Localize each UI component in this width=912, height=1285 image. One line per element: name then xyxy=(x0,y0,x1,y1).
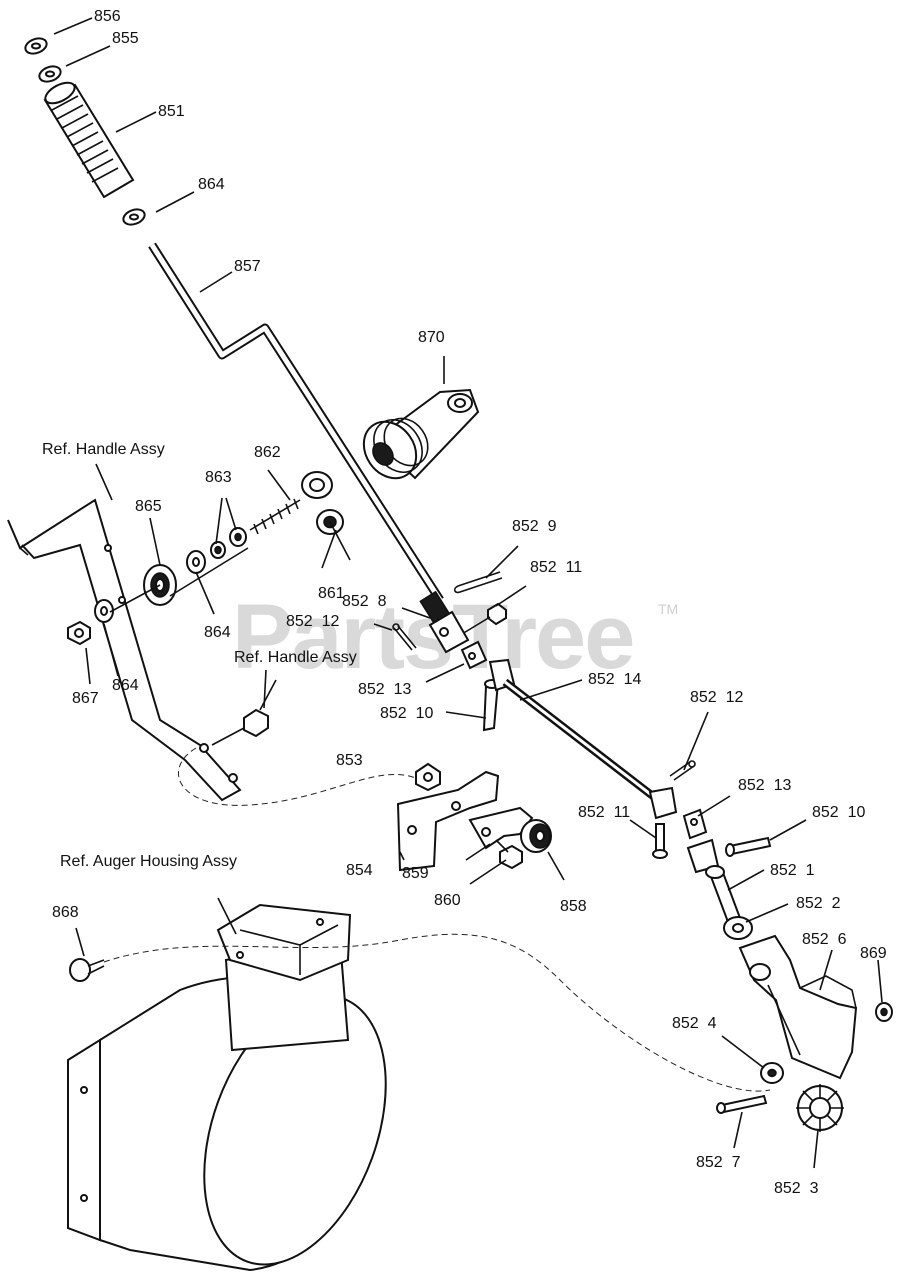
callout-label: 852 10 xyxy=(812,804,865,821)
callout-label: 852 4 xyxy=(672,1015,717,1032)
callout-label: 855 xyxy=(112,30,139,47)
pin-852-7 xyxy=(716,1094,768,1114)
callout-label: 862 xyxy=(254,444,281,461)
spacer-852-4 xyxy=(760,1062,784,1084)
callout-label: 868 xyxy=(52,904,79,921)
callout-label: 852 11 xyxy=(530,559,582,576)
ref-label-handle-assy-top: Ref. Handle Assy xyxy=(42,441,165,458)
callout-label: 857 xyxy=(234,258,261,275)
leader-lines xyxy=(53,17,883,1169)
callout-label: 858 xyxy=(560,898,587,915)
bolt-852-11-lower xyxy=(652,823,668,859)
rod-852-14 xyxy=(488,658,678,820)
crank-knob-851 xyxy=(43,81,135,199)
callout-label: 864 xyxy=(112,677,139,694)
callout-labels: 856 855 851 864 857 870 862 863 865 861 … xyxy=(52,8,887,1197)
callout-label: 854 xyxy=(346,862,373,879)
callout-label: 852 1 xyxy=(770,862,815,879)
pin-852-10-lower xyxy=(725,836,772,857)
callout-label: 853 xyxy=(336,752,363,769)
nut-853 xyxy=(415,762,441,792)
washer-855 xyxy=(38,65,62,83)
callout-label: 852 2 xyxy=(796,895,841,912)
washer-852-2 xyxy=(723,916,753,940)
bracket-852-6 xyxy=(738,934,858,1080)
washer-864-top xyxy=(122,208,146,226)
bolt-860 xyxy=(495,839,523,870)
callout-label: 852 13 xyxy=(358,681,411,698)
clevis-852-8 xyxy=(428,610,470,654)
spacer-858 xyxy=(520,819,552,853)
callout-label: 869 xyxy=(860,945,887,962)
cotter-852-12-upper xyxy=(392,623,417,651)
callout-label: 859 xyxy=(402,865,429,882)
bolt-868 xyxy=(69,958,105,982)
hairpin-852-9 xyxy=(453,571,503,594)
callout-label: 863 xyxy=(205,469,232,486)
swivel-852-13-lower xyxy=(682,808,708,840)
cotter-852-12-lower xyxy=(669,760,696,781)
gear-852-3 xyxy=(796,1084,844,1132)
callout-label: 860 xyxy=(434,892,461,909)
washer-856 xyxy=(24,37,48,55)
callout-label: 852 14 xyxy=(588,671,641,688)
callout-label: 870 xyxy=(418,329,445,346)
callout-label: 852 9 xyxy=(512,518,557,535)
handle-assy-ref xyxy=(7,498,242,802)
callout-label: 852 10 xyxy=(380,705,433,722)
grommet-870 xyxy=(362,388,480,480)
nut-867 xyxy=(67,620,91,646)
crank-rod-857 xyxy=(148,242,455,632)
nuts-863 xyxy=(210,527,247,559)
callout-label: 865 xyxy=(135,498,162,515)
callout-label: 852 3 xyxy=(774,1180,819,1197)
nut-869 xyxy=(875,1002,893,1022)
callout-label: 856 xyxy=(94,8,121,25)
callout-label: 861 xyxy=(318,585,345,602)
ref-label-handle-assy-bottom: Ref. Handle Assy xyxy=(234,649,357,666)
washer-864-mid xyxy=(186,550,206,574)
callout-label: 852 7 xyxy=(696,1154,741,1171)
watermark-trademark: TM xyxy=(658,601,678,617)
bracket-854 xyxy=(396,770,500,872)
swivel-852-13-upper xyxy=(460,640,488,670)
callout-label: 852 12 xyxy=(690,689,743,706)
callout-label: 851 xyxy=(158,103,185,120)
washer-864-left xyxy=(94,599,114,623)
shaft-852-1 xyxy=(705,865,742,924)
callout-label: 852 6 xyxy=(802,931,847,948)
callout-label: 864 xyxy=(198,176,225,193)
callout-label: 852 8 xyxy=(342,593,387,610)
eyebolt-862 xyxy=(249,471,333,535)
bolt-handle xyxy=(211,708,269,746)
callout-label: 867 xyxy=(72,690,99,707)
plate-859 xyxy=(468,806,534,850)
callout-label: 852 11 xyxy=(578,804,630,821)
callout-label: 852 12 xyxy=(286,613,339,630)
ref-label-auger-housing: Ref. Auger Housing Assy xyxy=(60,853,237,870)
auger-housing-ref xyxy=(67,903,387,1272)
callout-label: 852 13 xyxy=(738,777,791,794)
callout-label: 864 xyxy=(204,624,231,641)
